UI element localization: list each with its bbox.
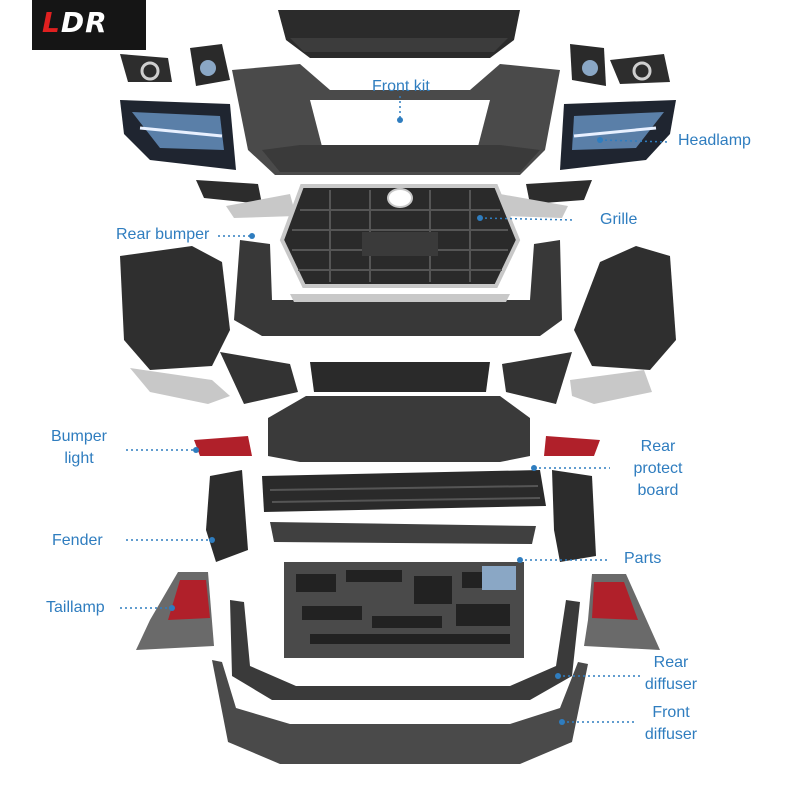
grille-plate xyxy=(362,232,438,256)
brand-logo-text: LDR xyxy=(42,6,108,39)
left-fog-cover xyxy=(120,54,172,82)
label-bumper-light-line1: Bumper xyxy=(50,428,108,445)
left-fender-flap xyxy=(206,470,248,562)
lower-grille-slats xyxy=(269,485,541,503)
front-diffuser xyxy=(212,660,588,764)
right-chrome-trim xyxy=(500,194,568,218)
brand-logo-rest: DR xyxy=(60,6,108,39)
label-rear-protect-line2: protect xyxy=(633,460,683,477)
right-wheel-liner xyxy=(574,246,676,370)
rear-bumper xyxy=(234,240,562,336)
left-fog-lens xyxy=(200,60,216,76)
right-fog-cover xyxy=(610,54,670,84)
label-fender: Fender xyxy=(52,532,103,549)
leader-lines xyxy=(120,96,669,723)
right-fender-flap xyxy=(552,470,596,562)
label-bumper-light-line2: light xyxy=(64,450,94,467)
left-chrome-trim xyxy=(226,194,296,218)
label-front-kit: Front kit xyxy=(372,78,430,95)
label-rear-protect-line1: Rear xyxy=(640,438,676,455)
label-rear-diffuser-line2: diffuser xyxy=(644,676,698,693)
left-lower-trim xyxy=(130,368,230,404)
lower-grille-panel xyxy=(262,470,546,512)
right-taillamp-red xyxy=(592,582,638,620)
center-garnish xyxy=(310,362,490,392)
label-front-diffuser-line1: Front xyxy=(652,704,690,721)
label-taillamp: Taillamp xyxy=(46,599,105,616)
right-fog-lens xyxy=(582,60,598,76)
label-rear-protect-line3: board xyxy=(637,482,679,499)
parts-packet xyxy=(482,566,516,590)
brand-logo: LDR xyxy=(32,0,146,50)
front-bumper-lower xyxy=(262,145,540,172)
rear-diffuser xyxy=(230,600,580,700)
label-front-diffuser: Front diffuser xyxy=(638,702,704,746)
leader-dots xyxy=(169,117,603,725)
right-fog-ring xyxy=(632,61,652,81)
label-front-diffuser-line2: diffuser xyxy=(644,726,698,743)
label-headlamp: Headlamp xyxy=(678,132,751,149)
left-taillamp-red xyxy=(168,580,210,620)
label-grille: Grille xyxy=(600,211,638,228)
left-headlamp-drl xyxy=(139,126,223,138)
rear-lower-bar xyxy=(270,522,536,544)
left-lower-panel xyxy=(220,352,298,404)
brand-logo-accent: L xyxy=(42,6,61,39)
right-drl-unit xyxy=(526,180,592,204)
grille-emblem xyxy=(387,188,413,208)
left-bumper-light xyxy=(194,436,252,456)
front-bumper-opening xyxy=(310,100,490,158)
right-lower-panel xyxy=(502,352,572,404)
front-lip-spoiler-edge xyxy=(290,38,508,52)
label-rear-bumper: Rear bumper xyxy=(116,226,210,243)
left-drl-unit xyxy=(196,180,262,204)
left-wheel-liner xyxy=(120,246,230,370)
right-headlamp-drl xyxy=(573,126,657,138)
rear-bumper-chrome xyxy=(290,294,510,302)
label-bumper-light: Bumper light xyxy=(46,426,112,470)
label-rear-diffuser: Rear diffuser xyxy=(638,652,704,696)
left-fog-ring xyxy=(140,61,160,81)
right-bumper-light xyxy=(544,436,600,456)
right-lower-trim xyxy=(570,370,652,404)
label-rear-protect-board: Rear protect board xyxy=(620,436,696,502)
label-parts: Parts xyxy=(624,550,662,567)
rear-protect-board xyxy=(268,396,530,462)
label-rear-diffuser-line1: Rear xyxy=(653,654,689,671)
